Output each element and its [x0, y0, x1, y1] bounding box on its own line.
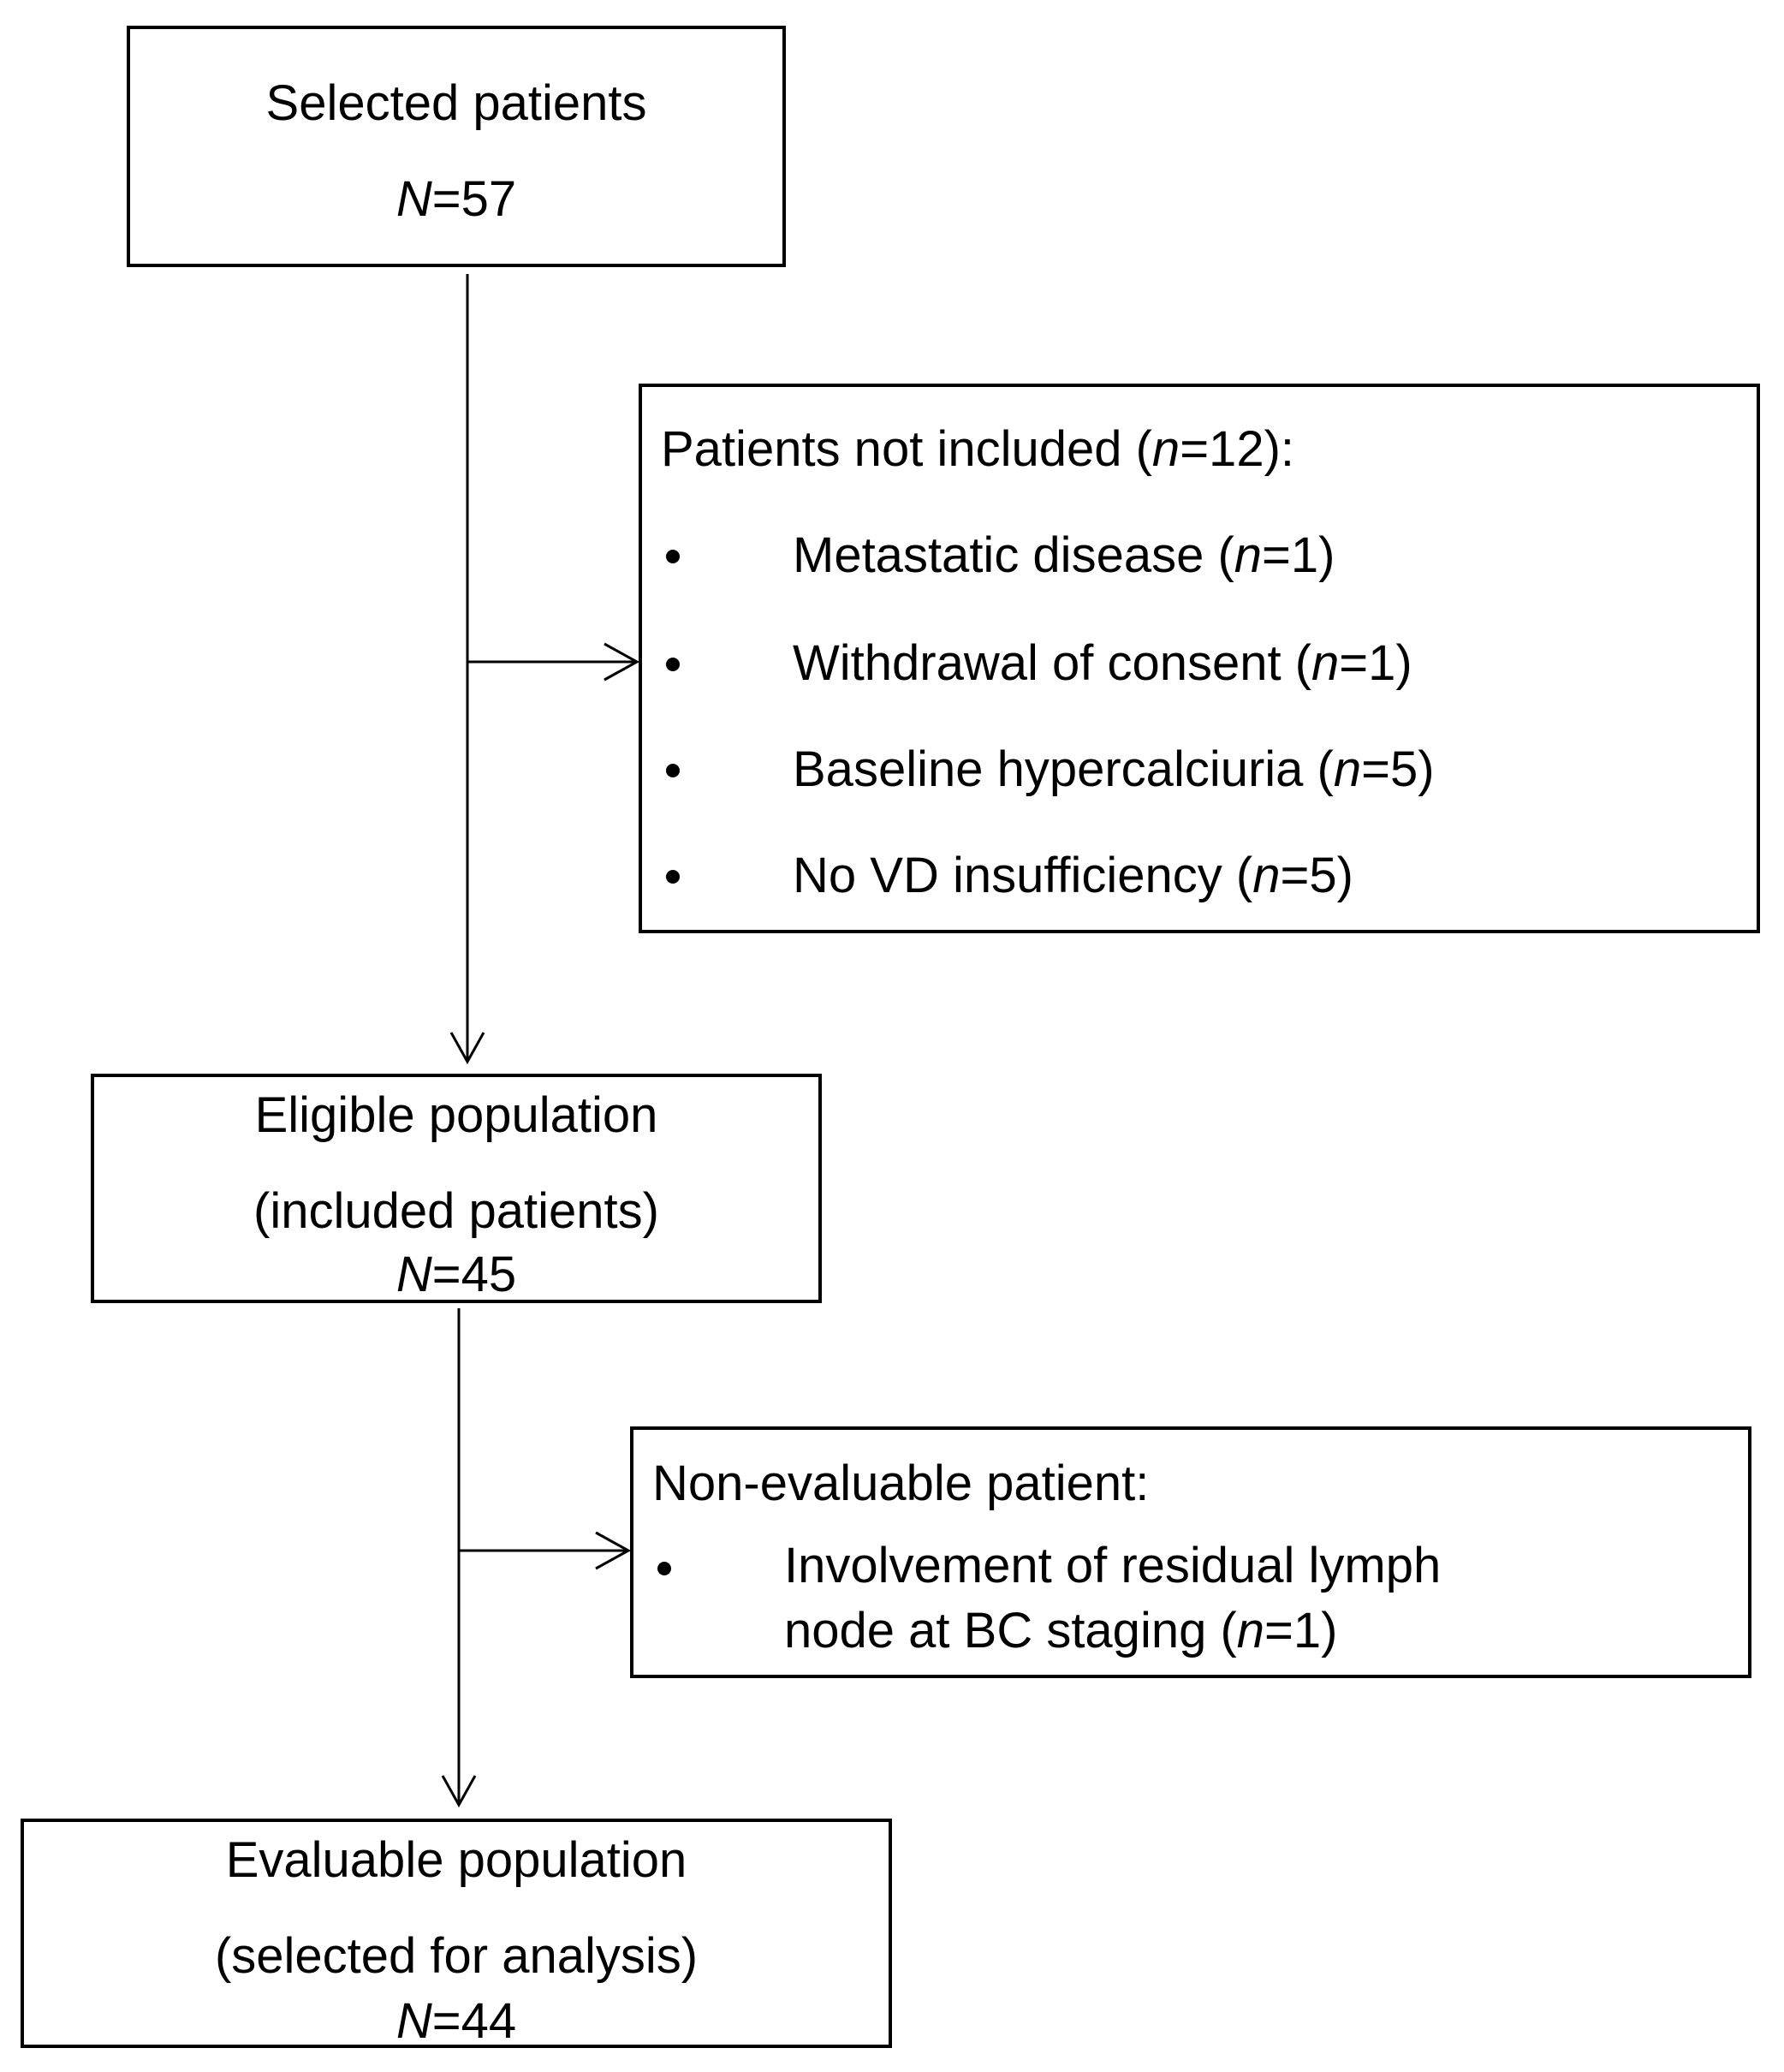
- eligible-population-box: Eligible population (included patients) …: [91, 1074, 822, 1303]
- bullet-icon: [657, 1562, 671, 1575]
- non-evaluable-item-line1: Involvement of residual lymph: [784, 1538, 1442, 1593]
- exclusion-item: Withdrawal of consent (n=1): [793, 635, 1412, 691]
- exclusion-item: Baseline hypercalciuria (n=5): [793, 741, 1435, 797]
- exclusion-item: Metastatic disease (n=1): [793, 527, 1335, 583]
- non-evaluable-box: Non-evaluable patient: Involvement of re…: [630, 1426, 1751, 1678]
- not-included-heading: Patients not included (n=12):: [661, 421, 1295, 477]
- evaluable-population-title: Evaluable population: [225, 1832, 687, 1888]
- selected-patients-box: Selected patients N=57: [127, 26, 786, 267]
- arrowhead-non-evaluable: [595, 1531, 632, 1570]
- bullet-icon: [666, 658, 680, 671]
- non-evaluable-item-line2: node at BC staging (n=1): [784, 1603, 1338, 1658]
- evaluable-population-box: Evaluable population (selected for analy…: [21, 1819, 892, 2048]
- arrowhead-evaluable: [441, 1775, 477, 1808]
- bullet-icon: [666, 550, 680, 563]
- arrowhead-eligible: [449, 1032, 485, 1065]
- bullet-icon: [666, 870, 680, 884]
- selected-patients-title: Selected patients: [265, 75, 647, 131]
- selected-patients-count: N=57: [395, 171, 517, 227]
- bullet-icon: [666, 764, 680, 777]
- eligible-population-subtitle: (included patients): [253, 1183, 659, 1239]
- not-included-box: Patients not included (n=12): Metastatic…: [639, 384, 1760, 933]
- arrowhead-not-included: [604, 642, 640, 682]
- exclusion-item: No VD insufficiency (n=5): [793, 848, 1353, 903]
- evaluable-population-count: N=44: [395, 1993, 517, 2049]
- eligible-population-title: Eligible population: [254, 1087, 658, 1143]
- eligible-population-count: N=45: [395, 1247, 517, 1302]
- evaluable-population-subtitle: (selected for analysis): [214, 1928, 699, 1984]
- non-evaluable-heading: Non-evaluable patient:: [652, 1456, 1150, 1511]
